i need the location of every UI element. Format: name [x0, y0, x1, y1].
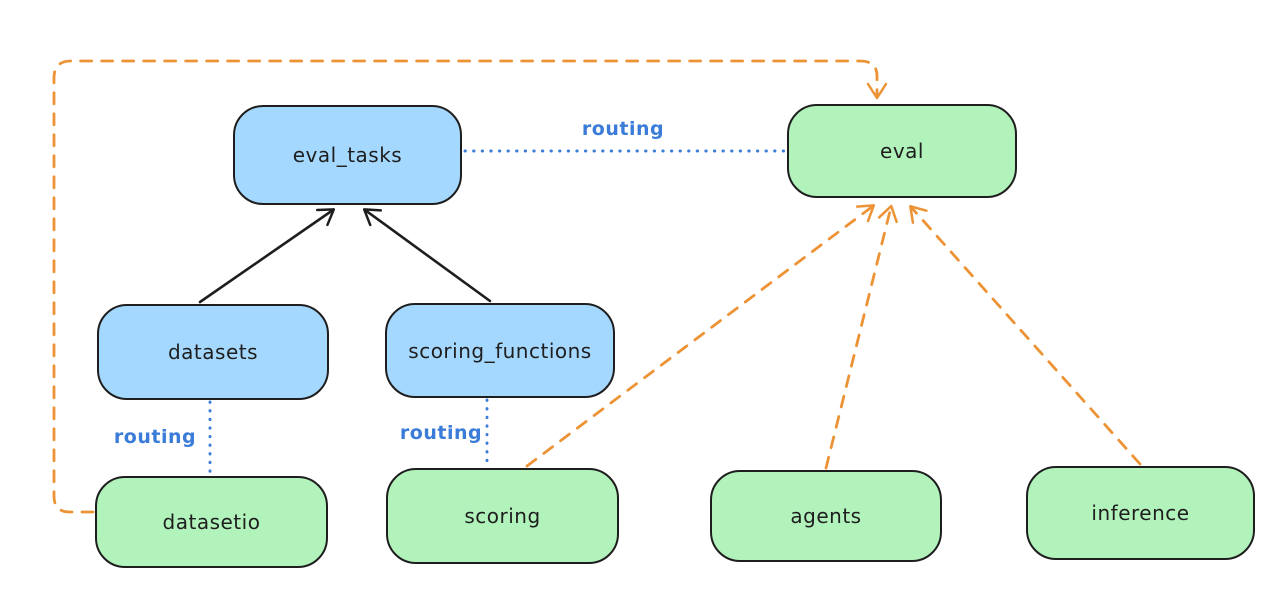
node-inference-label: inference [1091, 501, 1190, 525]
node-scoring: scoring [386, 468, 619, 564]
routing-label-scoring-functions-scoring: routing [399, 422, 483, 444]
node-datasetio-label: datasetio [162, 510, 261, 534]
node-agents: agents [710, 470, 942, 562]
routing-label-eval-tasks-eval: routing [581, 118, 665, 140]
node-eval-label: eval [880, 139, 924, 163]
node-scoring-functions: scoring_functions [385, 303, 615, 398]
node-datasets-label: datasets [167, 340, 259, 364]
node-scoring-label: scoring [464, 504, 541, 528]
node-eval-tasks: eval_tasks [233, 105, 462, 205]
node-agents-label: agents [790, 504, 862, 528]
node-datasets: datasets [97, 304, 329, 400]
node-inference: inference [1026, 466, 1255, 560]
edge-agents-to-eval [824, 204, 898, 470]
node-scoring-functions-label: scoring_functions [408, 338, 592, 363]
node-datasetio: datasetio [95, 476, 328, 568]
routing-label-datasets-datasetio: routing [113, 426, 197, 448]
edge-scoring-to-eval [525, 204, 876, 468]
edge-scoring_functions-to-eval_tasks [362, 208, 492, 303]
node-eval: eval [787, 104, 1017, 198]
edge-datasets-to-eval_tasks [198, 208, 336, 304]
edge-inference-to-eval [909, 205, 1142, 466]
node-eval-tasks-label: eval_tasks [292, 143, 403, 167]
